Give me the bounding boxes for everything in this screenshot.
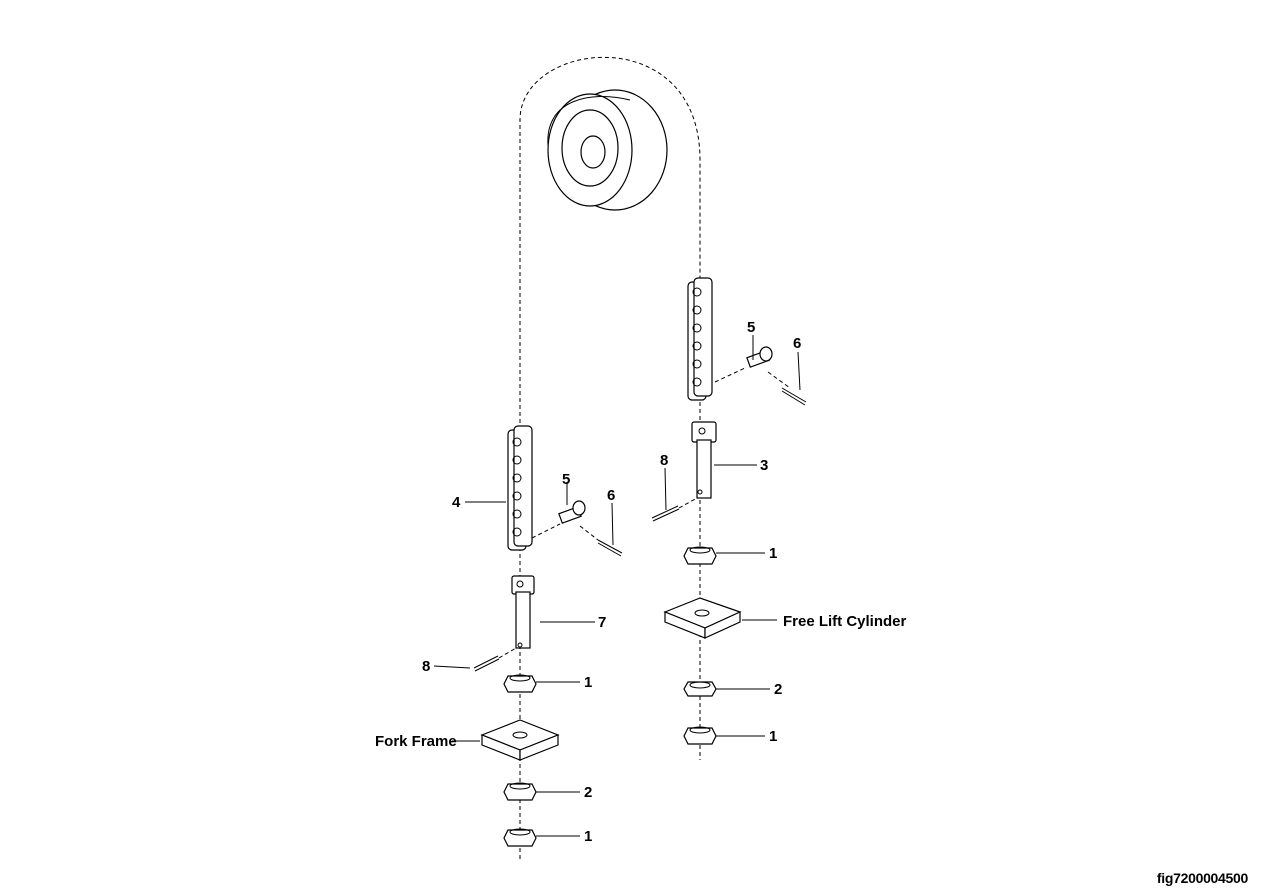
callout-left-anchor-cotter: 8 — [422, 658, 430, 675]
callout-fork-frame: Fork Frame — [375, 733, 457, 750]
left-nut-bottom — [503, 828, 537, 847]
right-cotter-pin — [781, 387, 807, 406]
figure-id: fig7200004500 — [1156, 870, 1248, 886]
callout-left-cotter: 6 — [607, 487, 615, 504]
right-nut-top — [683, 546, 717, 565]
left-clevis-pin — [558, 500, 586, 524]
right-jam-nut — [683, 681, 717, 697]
callout-right-anchor-cotter: 8 — [660, 452, 668, 469]
right-nut-bottom — [683, 726, 717, 745]
left-chain-anchor — [511, 575, 535, 649]
callout-left-jam-nut: 2 — [584, 784, 592, 801]
left-cotter-pin — [597, 539, 623, 557]
left-anchor-cotter — [473, 655, 500, 672]
left-nut-top — [503, 674, 537, 693]
callout-right-jam-nut: 2 — [774, 681, 782, 698]
right-chain — [687, 277, 713, 401]
callout-right-anchor: 3 — [760, 457, 768, 474]
callout-right-nut-top: 1 — [769, 545, 777, 562]
callout-right-pin: 5 — [747, 319, 755, 336]
callout-left-pin: 5 — [562, 471, 570, 488]
right-anchor-cotter — [651, 505, 680, 522]
callout-left-anchor: 7 — [598, 614, 606, 631]
callout-left-nut-top: 1 — [584, 674, 592, 691]
callout-free-lift-cylinder: Free Lift Cylinder — [783, 613, 907, 630]
callout-right-cotter: 6 — [793, 335, 801, 352]
callout-right-nut-bottom: 1 — [769, 728, 777, 745]
right-chain-anchor — [691, 421, 717, 499]
leader-lines — [433, 335, 801, 837]
left-jam-nut — [503, 782, 537, 801]
free-lift-cylinder-plate — [663, 597, 742, 639]
sheave — [547, 89, 668, 211]
callout-left-chain: 4 — [452, 494, 461, 511]
right-clevis-pin — [746, 346, 773, 368]
callout-left-nut-bottom: 1 — [584, 828, 592, 845]
left-chain — [507, 425, 533, 551]
fork-frame-plate — [480, 719, 560, 761]
